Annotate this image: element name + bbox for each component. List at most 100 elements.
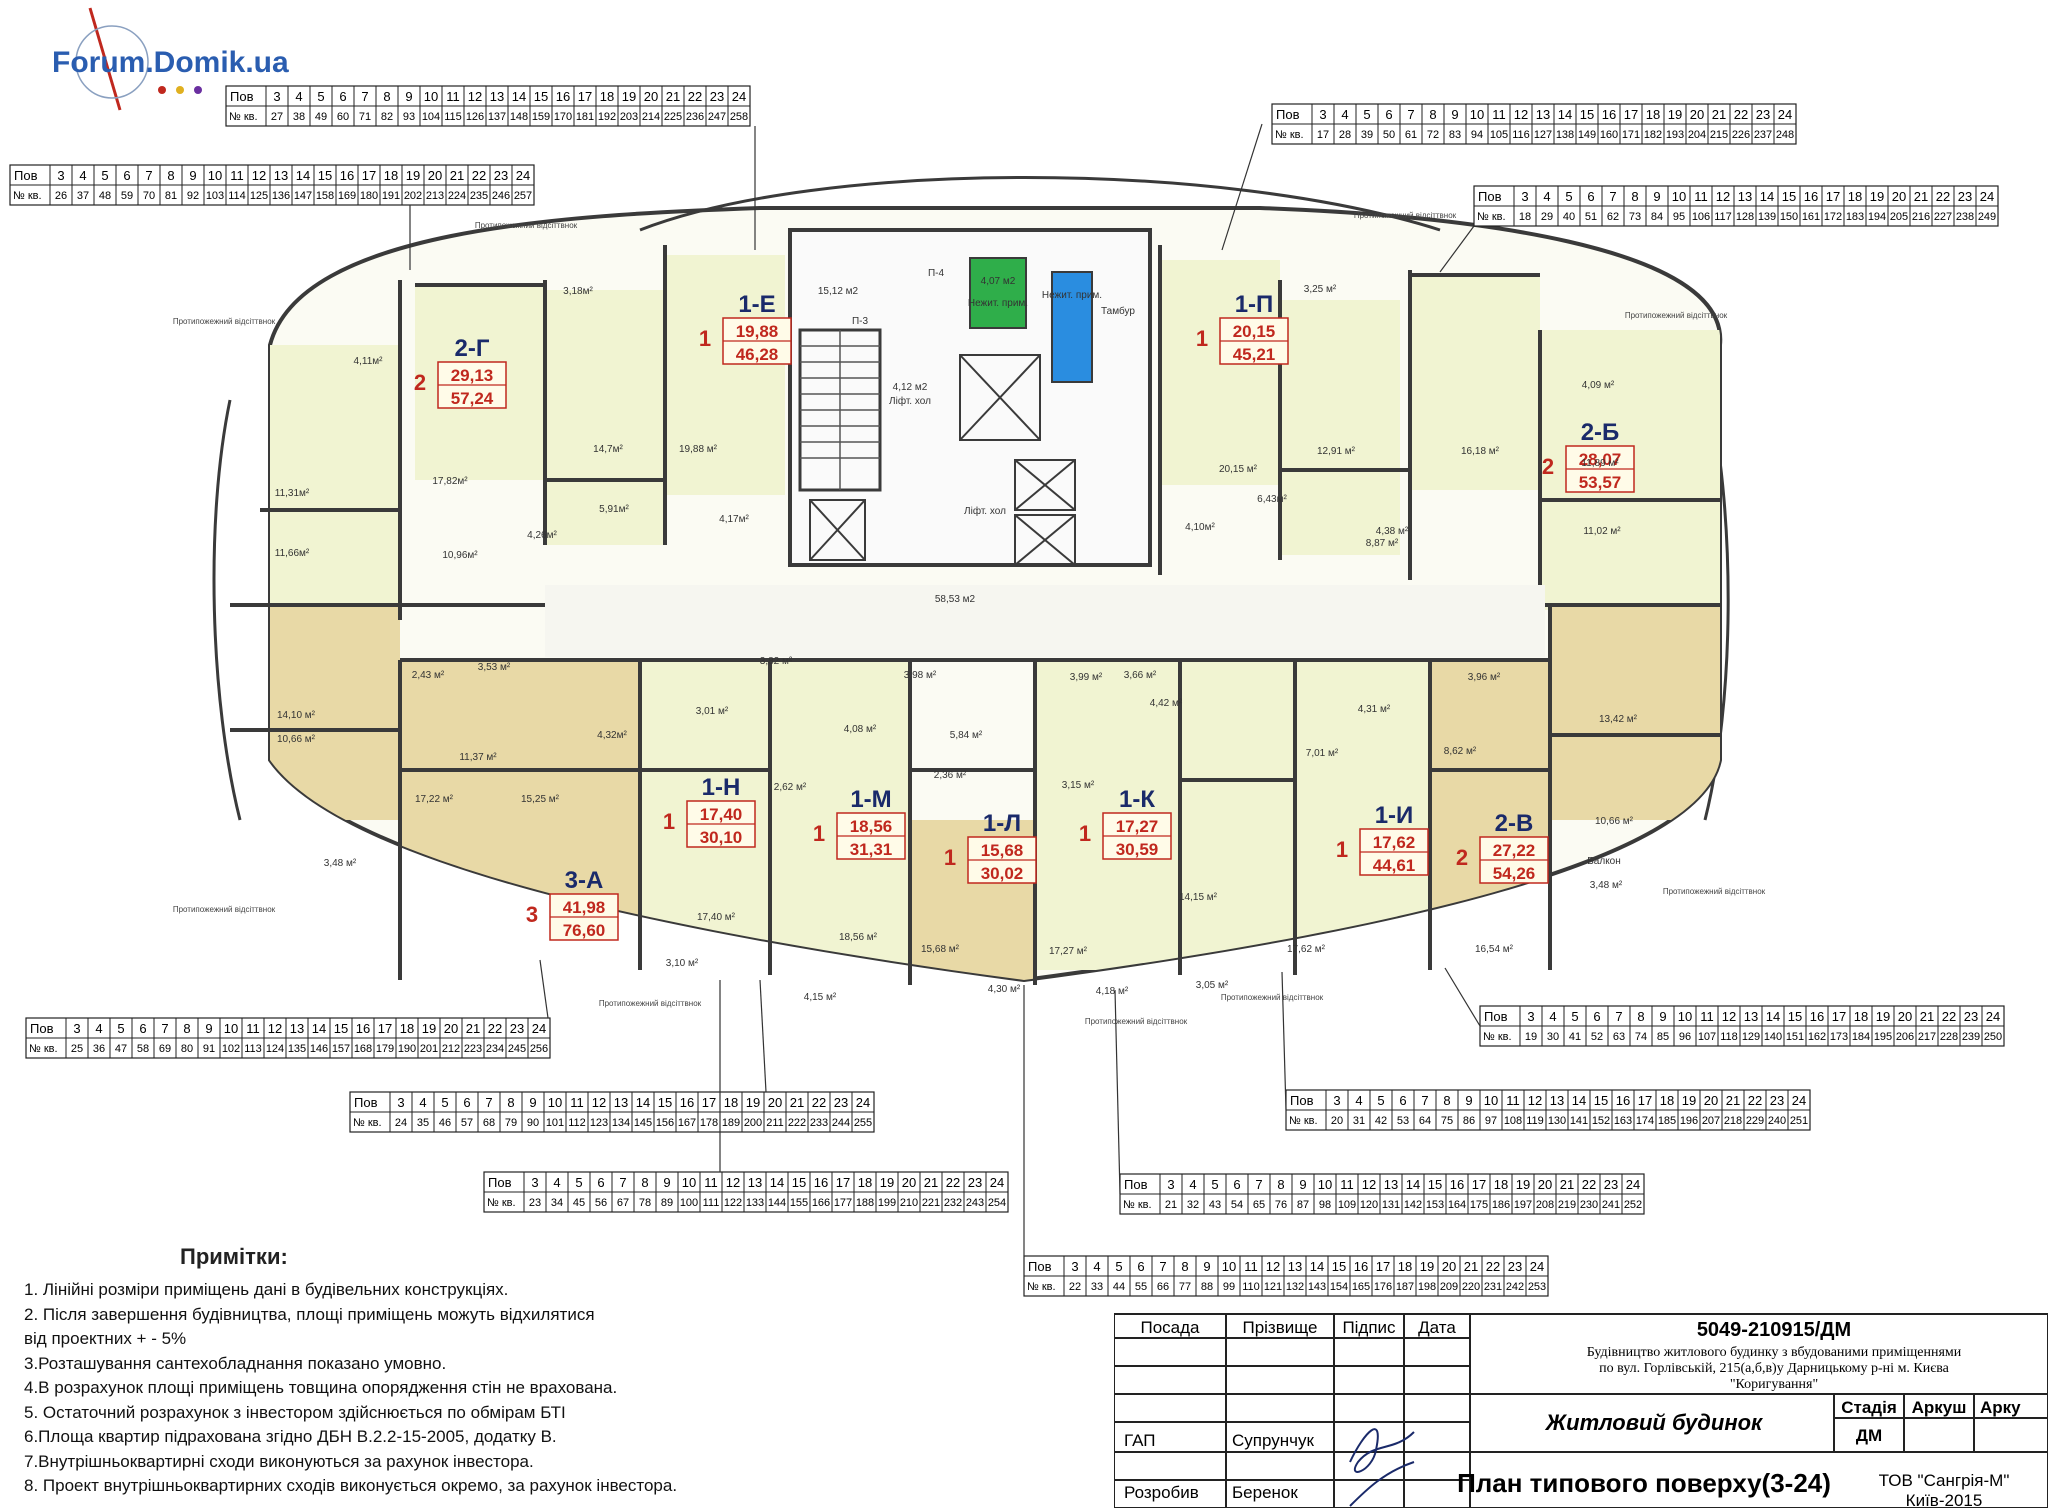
table-floor-cell: 17 [1376,1259,1390,1274]
table-apt-cell: 80 [181,1043,193,1055]
table-apt-label: № кв. [1275,129,1304,141]
table-apt-cell: 250 [1984,1031,2002,1043]
table-floor-cell: 22 [946,1175,960,1190]
table-apt-cell: 71 [359,111,371,123]
table-apt-label: № кв. [353,1117,382,1129]
table-apt-cell: 137 [488,111,506,123]
table-apt-cell: 98 [1319,1199,1331,1211]
stamp-code: 5049-210915/ДМ [1697,1319,1851,1341]
table-apt-cell: 241 [1602,1199,1620,1211]
apartment-living-area: 19,88 [736,322,779,341]
table-floor-cell: 18 [1494,1177,1508,1192]
table-apt-cell: 226 [1732,129,1750,141]
table-apt-label: № кв. [13,190,42,202]
table-apt-cell: 150 [1780,211,1798,223]
outer-curve-top [639,176,1441,232]
table-apt-cell: 116 [1512,129,1530,141]
table-apt-cell: 56 [595,1197,607,1209]
table-apt-cell: 69 [159,1043,171,1055]
table-apt-cell: 114 [228,190,246,202]
table-floor-cell: 24 [1530,1259,1544,1274]
table-apt-cell: 28 [1339,129,1351,141]
table-floor-cell: 9 [1451,107,1458,122]
room-area-label: 4,07 м2 [981,276,1016,287]
table-apt-cell: 203 [620,111,638,123]
table-apt-cell: 115 [444,111,462,123]
table-floor-label: Пов [230,89,254,104]
table-floor-cell: 13 [274,168,288,183]
table-apt-cell: 40 [1563,211,1575,223]
table-floor-cell: 16 [680,1095,694,1110]
table-apt-cell: 141 [1570,1115,1588,1127]
room-area-label: 16,54 м² [1475,944,1514,955]
table-floor-cell: 8 [641,1175,648,1190]
table-floor-cell: 11 [1694,189,1708,204]
table-apt-cell: 109 [1338,1199,1356,1211]
table-floor-cell: 23 [510,1021,524,1036]
table-floor-cell: 14 [770,1175,784,1190]
table-apt-cell: 183 [1846,211,1864,223]
table-apt-cell: 236 [686,111,704,123]
table-apt-cell: 228 [1940,1031,1958,1043]
room-fill [1550,605,1720,820]
table-floor-cell: 7 [1421,1093,1428,1108]
table-apt-label: № кв. [487,1197,516,1209]
table-floor-cell: 14 [1558,107,1572,122]
room-area-label: 3,96 м² [1468,672,1501,683]
room-area-label: 4,18 м² [1096,986,1129,997]
table-apt-cell: 35 [417,1117,429,1129]
table-floor-cell: 5 [317,89,324,104]
table-apt-cell: 186 [1492,1199,1510,1211]
table-floor-cell: 13 [290,1021,304,1036]
table-apt-cell: 90 [527,1117,539,1129]
table-apt-cell: 255 [854,1117,872,1129]
table-floor-cell: 8 [1277,1177,1284,1192]
table-floor-cell: 5 [1115,1259,1122,1274]
table-apt-cell: 143 [1308,1281,1326,1293]
apartment-total-area: 53,57 [1579,473,1622,492]
table-floor-cell: 3 [531,1175,538,1190]
table-floor-cell: 12 [1514,107,1528,122]
room-area-label: 3,15 м² [1062,780,1095,791]
table-floor-cell: 24 [1980,189,1994,204]
note-item: 3.Розташування сантехобладнання показано… [24,1353,447,1373]
room-area-label: 11,31м² [275,488,310,499]
table-floor-cell: 10 [1222,1259,1236,1274]
table-apt-cell: 151 [1786,1031,1804,1043]
stamp-r1-name: Супрунчук [1232,1431,1314,1450]
table-floor-cell: 22 [1486,1259,1500,1274]
table-floor-cell: 20 [1704,1093,1718,1108]
note-item: 7.Внутрішньоквартирні сходи виконуються … [24,1451,534,1471]
table-apt-cell: 86 [1463,1115,1475,1127]
table-apt-cell: 84 [1651,211,1663,223]
apartment-total-area: 57,24 [451,389,494,408]
room-area-label: 10,96м² [442,550,478,561]
table-apt-cell: 233 [810,1117,828,1129]
table-floor-cell: 17 [578,89,592,104]
table-apt-cell: 234 [486,1043,504,1055]
table-floor-cell: 17 [362,168,376,183]
room-area-label: Ліфт. хол [964,505,1006,517]
table-floor-cell: 12 [1722,1009,1736,1024]
room-area-label: 4,08 м² [844,724,877,735]
room-area-label: 3,10 м² [666,958,699,969]
table-floor-cell: 14 [1766,1009,1780,1024]
table-floor-cell: 22 [812,1095,826,1110]
table-floor-cell: 19 [1870,189,1884,204]
table-apt-cell: 24 [395,1117,407,1129]
table-apt-cell: 50 [1383,129,1395,141]
table-floor-cell: 7 [1609,189,1616,204]
apartment-code: 2-Б [1581,419,1620,446]
table-apt-cell: 64 [1419,1115,1431,1127]
table-apt-cell: 59 [121,190,133,202]
table-apt-cell: 217 [1918,1031,1936,1043]
table-floor-cell: 17 [1826,189,1840,204]
table-floor-cell: 16 [1450,1177,1464,1192]
table-floor-cell: 14 [636,1095,650,1110]
table-floor-cell: 12 [1266,1259,1280,1274]
